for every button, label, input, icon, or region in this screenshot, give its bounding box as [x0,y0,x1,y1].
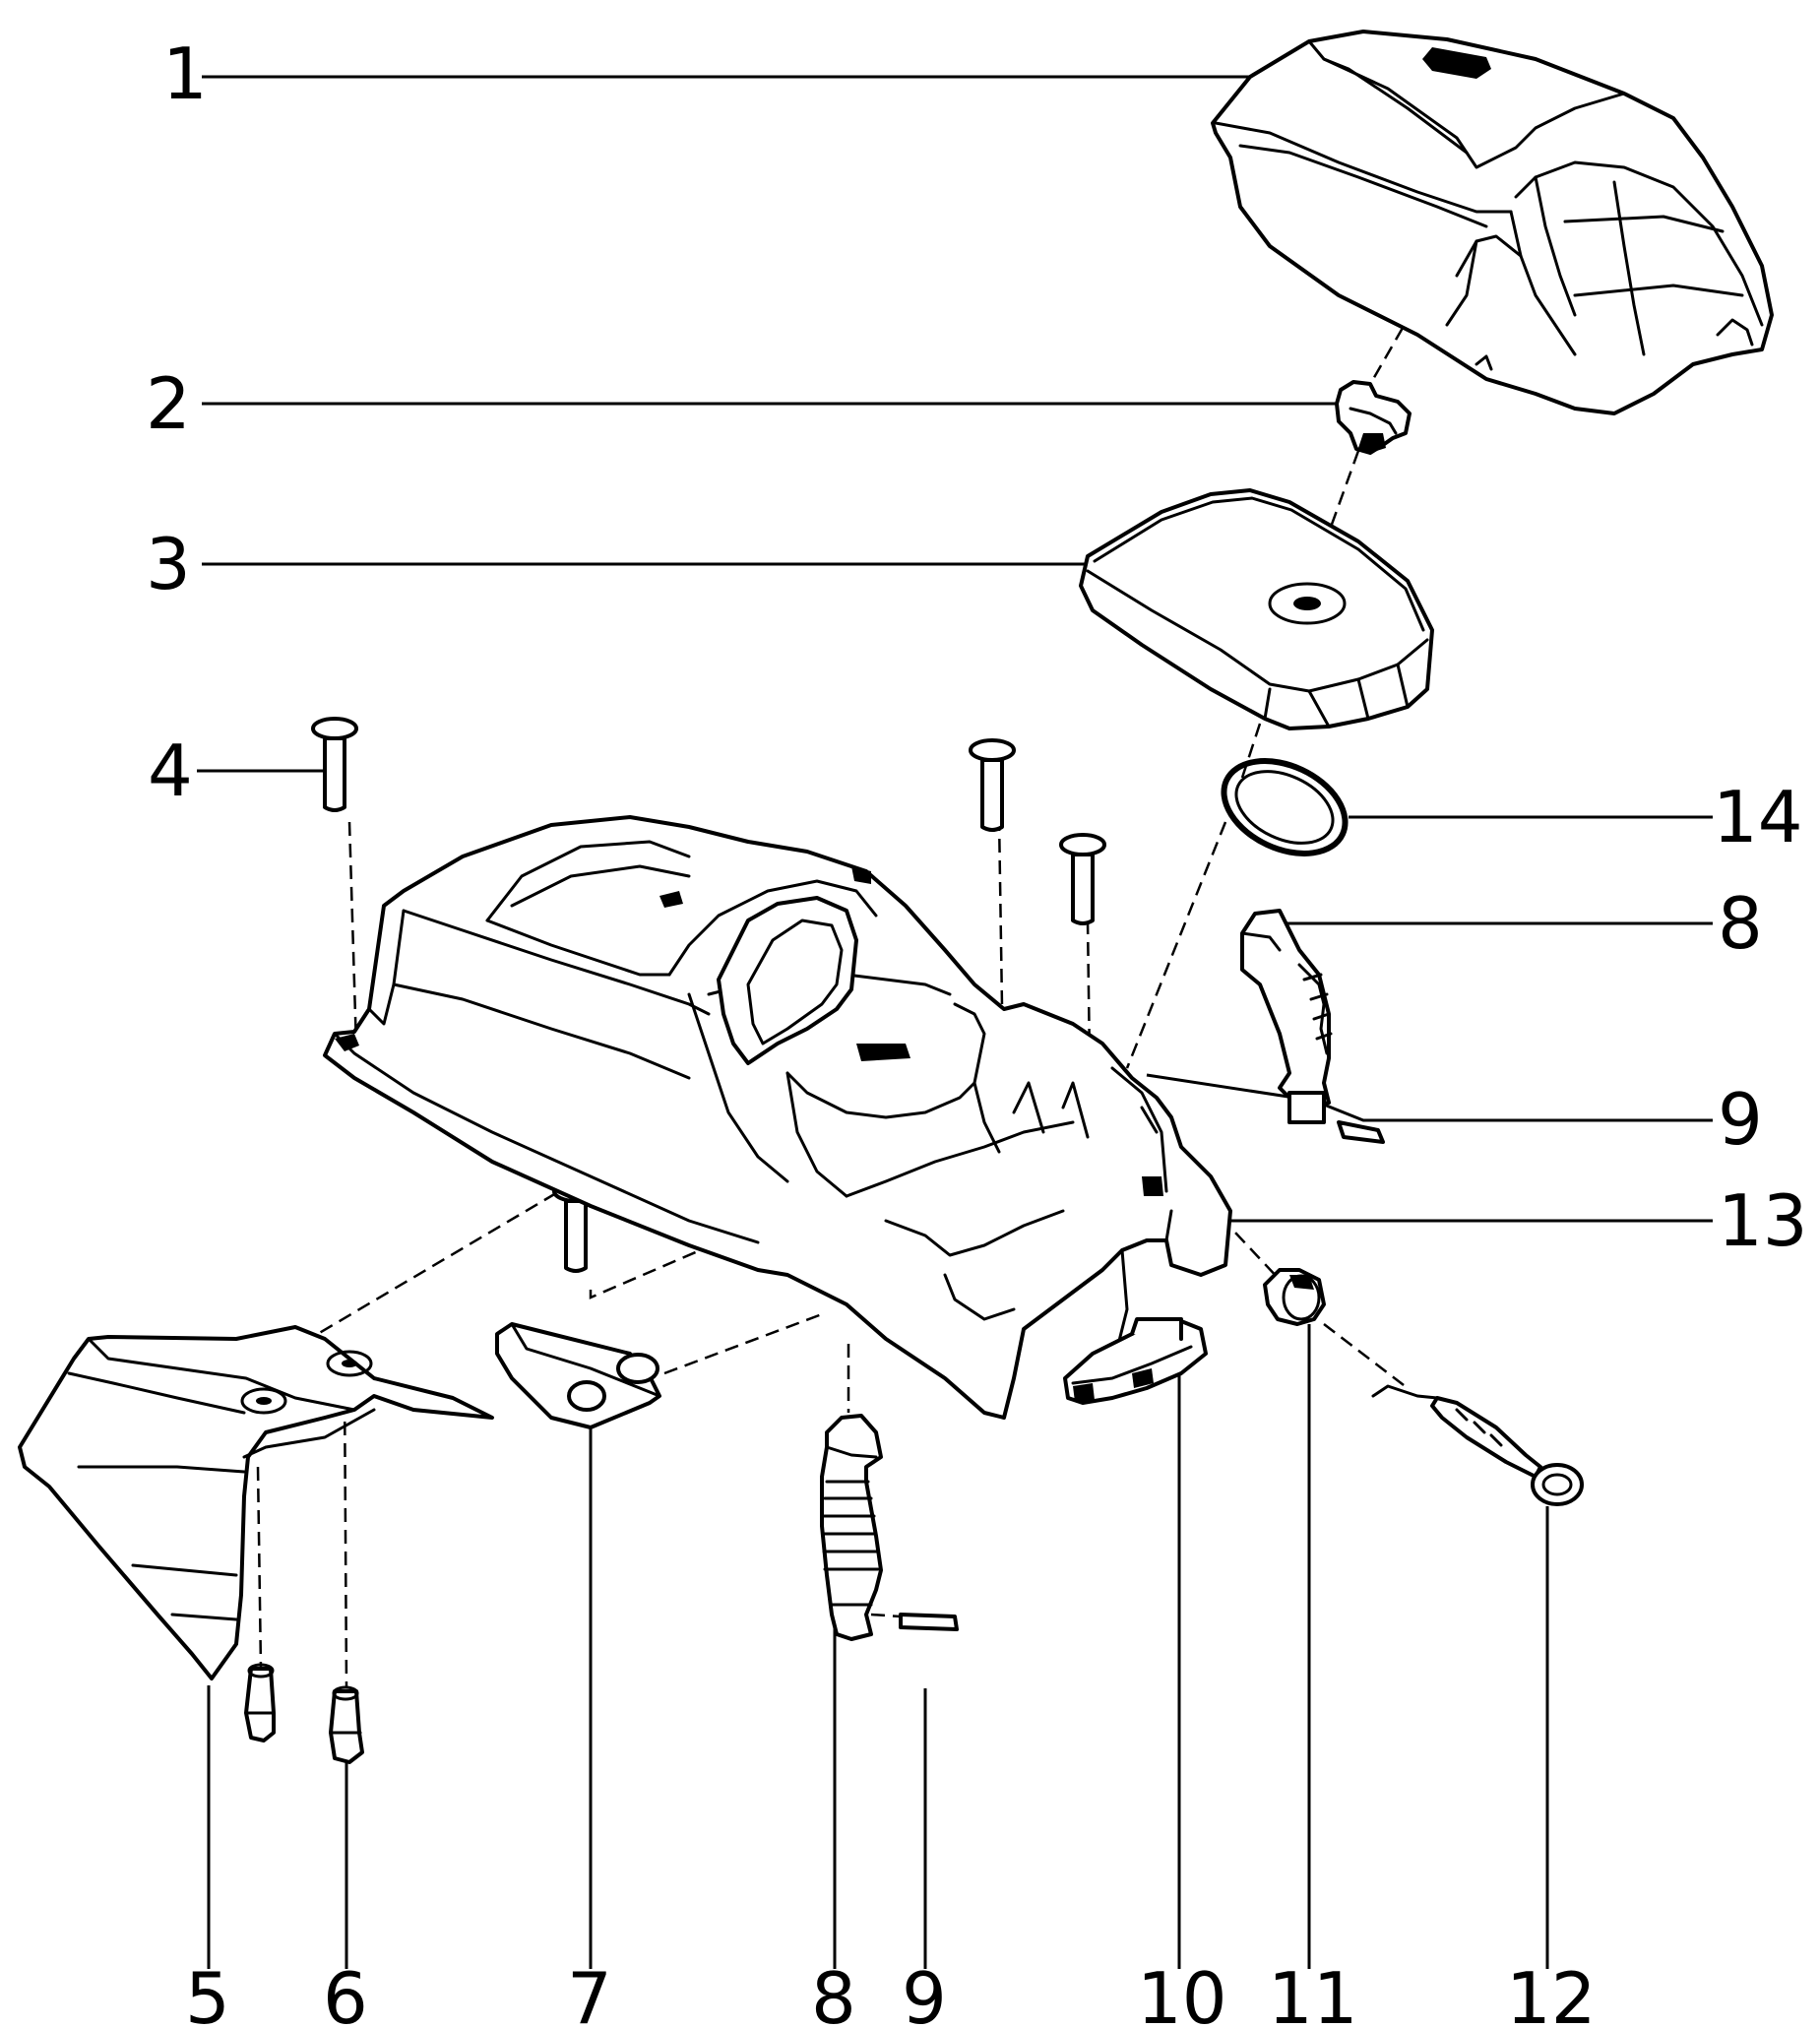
part-6-bolts [244,1663,364,1764]
label-4: 4 [148,729,193,812]
label-13: 13 [1718,1179,1808,1262]
part-5-side-panel [18,1325,494,1680]
part-8-handle-bottom [820,1414,959,1641]
label-2: 2 [146,362,191,445]
label-1: 1 [162,32,208,115]
label-8-bottom: 8 [811,1957,856,2028]
label-14: 14 [1713,776,1803,858]
part-7-bracket [495,1322,661,1429]
part-labels: 1 2 3 4 14 8 9 13 5 6 7 8 9 10 11 12 [146,32,1808,2028]
label-3: 3 [146,523,191,605]
label-10: 10 [1137,1957,1227,2028]
part-8-handle-right [1240,909,1385,1144]
label-8-right: 8 [1718,882,1763,965]
part-12-choke-knob [1371,1384,1584,1506]
part-11-grommet [1263,1268,1326,1326]
part-1-top-cover [1211,30,1774,415]
part-13-main-housing [323,815,1232,1420]
label-5: 5 [185,1957,230,2028]
label-12: 12 [1506,1957,1597,2028]
label-11: 11 [1268,1957,1358,2028]
label-9-bottom: 9 [902,1957,947,2028]
part-10-latch [1063,1317,1208,1405]
label-7: 7 [567,1957,612,2028]
part-2-wing-knob [1335,380,1412,455]
label-6: 6 [323,1957,368,2028]
part-14-o-ring [1221,758,1349,856]
part-3-filter-cover [1079,488,1434,730]
label-9-right: 9 [1718,1078,1763,1161]
